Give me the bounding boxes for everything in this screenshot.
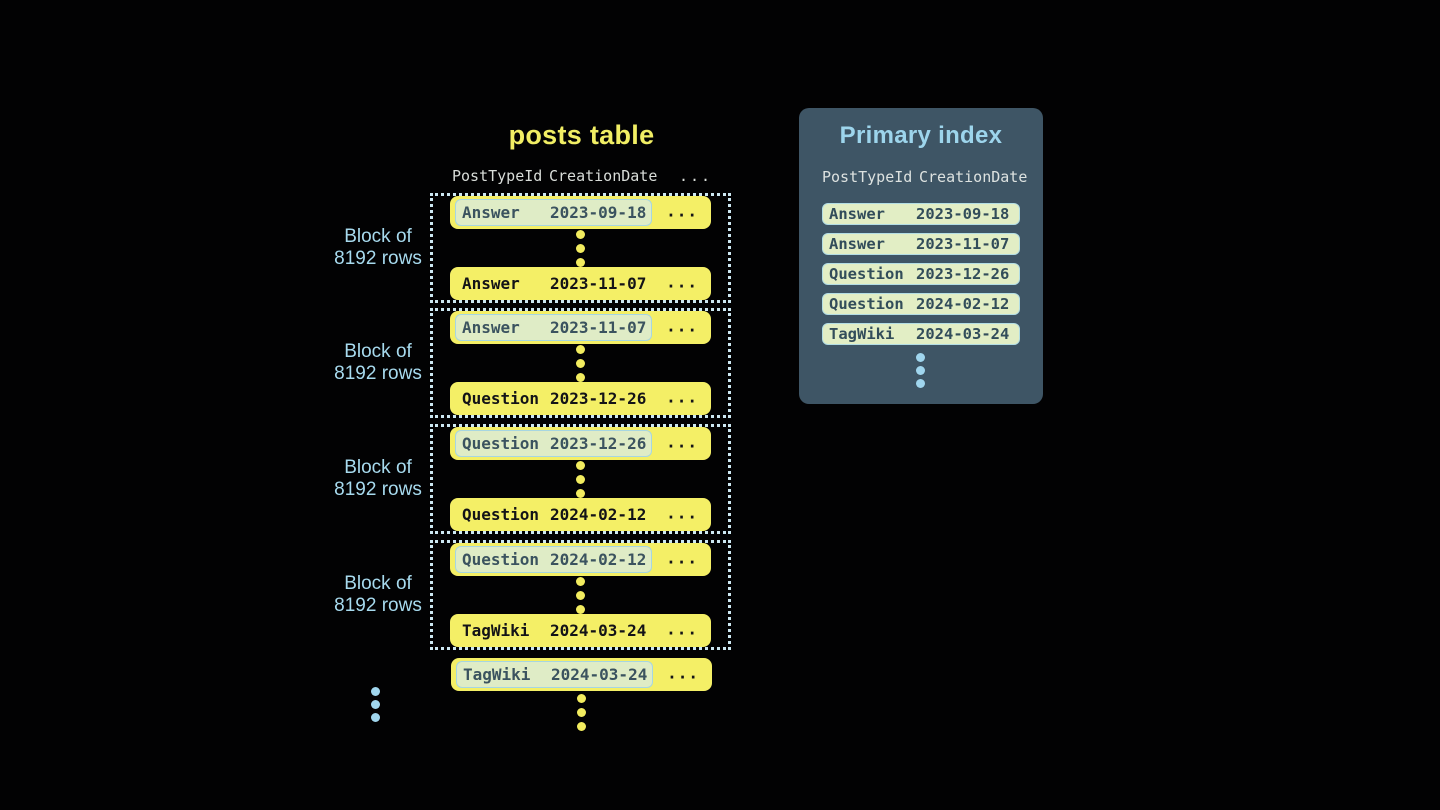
cell-creationdate: 2023-09-18 xyxy=(550,203,647,222)
table-row: Question 2024-02-12 ... xyxy=(450,543,711,576)
cell-posttypeid: Answer xyxy=(462,318,520,337)
cell-posttypeid: TagWiki xyxy=(463,665,531,684)
cell-posttypeid: Answer xyxy=(462,203,520,222)
column-header-posttypeid: PostTypeId xyxy=(822,168,913,186)
block-size-label: Block of 8192 rows xyxy=(334,457,422,500)
index-entry: Answer 2023-11-07 xyxy=(822,233,1020,255)
row-more-columns: ... xyxy=(666,503,698,523)
table-row: Answer 2023-11-07 ... xyxy=(450,267,711,300)
cell-posttypeid: TagWiki xyxy=(462,621,530,640)
table-row: Question 2023-12-26 ... xyxy=(450,382,711,415)
more-blocks-dots-icon xyxy=(371,687,380,722)
cell-posttypeid: Question xyxy=(829,265,904,283)
cell-creationdate: 2024-02-12 xyxy=(916,295,1010,313)
omitted-rows-dots-icon xyxy=(576,229,585,267)
cell-creationdate: 2023-12-26 xyxy=(550,434,647,453)
cell-creationdate: 2024-03-24 xyxy=(551,665,648,684)
cell-posttypeid: Answer xyxy=(829,235,885,253)
cell-creationdate: 2023-12-26 xyxy=(550,389,647,408)
cell-creationdate: 2024-02-12 xyxy=(550,505,647,524)
index-key-highlight: TagWiki 2024-03-24 xyxy=(456,661,654,688)
index-entry: TagWiki 2024-03-24 xyxy=(822,323,1020,345)
primary-index-panel: Primary index PostTypeId CreationDate An… xyxy=(799,108,1043,404)
omitted-rows-dots-icon xyxy=(576,460,585,498)
cell-posttypeid: Answer xyxy=(829,205,885,223)
column-header-more: ... xyxy=(679,167,713,185)
row-more-columns: ... xyxy=(666,387,698,407)
index-key-highlight: Question 2024-02-12 xyxy=(455,546,653,573)
cell-creationdate: 2023-11-07 xyxy=(550,274,647,293)
block-4: Question 2024-02-12 ... TagWiki 2024-03-… xyxy=(430,540,731,650)
cell-posttypeid: TagWiki xyxy=(829,325,895,343)
index-entry: Answer 2023-09-18 xyxy=(822,203,1020,225)
block-size-label: Block of 8192 rows xyxy=(334,341,422,384)
primary-index-title: Primary index xyxy=(839,122,1003,149)
cell-creationdate: 2023-11-07 xyxy=(550,318,647,337)
table-row: Question 2024-02-12 ... xyxy=(450,498,711,531)
row-more-columns: ... xyxy=(666,432,698,452)
omitted-rows-dots-icon xyxy=(576,344,585,382)
primary-index-column-headers: PostTypeId CreationDate xyxy=(799,168,1043,188)
index-entry: Question 2024-02-12 xyxy=(822,293,1020,315)
index-entry: Question 2023-12-26 xyxy=(822,263,1020,285)
cell-posttypeid: Answer xyxy=(462,274,520,293)
table-row: TagWiki 2024-03-24 ... xyxy=(451,658,712,691)
index-key-highlight: Answer 2023-09-18 xyxy=(455,199,653,226)
posts-table-column-headers: PostTypeId CreationDate ... xyxy=(451,167,741,187)
cell-creationdate: 2023-11-07 xyxy=(916,235,1010,253)
index-key-highlight: Answer 2023-11-07 xyxy=(455,314,653,341)
table-row: TagWiki 2024-03-24 ... xyxy=(450,614,711,647)
omitted-rows-dots-icon xyxy=(576,576,585,614)
primary-index-rows: Answer 2023-09-18 Answer 2023-11-07 Ques… xyxy=(822,203,1020,345)
row-more-columns: ... xyxy=(666,272,698,292)
table-row: Question 2023-12-26 ... xyxy=(450,427,711,460)
row-more-columns: ... xyxy=(666,316,698,336)
column-header-posttypeid: PostTypeId xyxy=(452,167,543,185)
block-2: Answer 2023-11-07 ... Question 2023-12-2… xyxy=(430,308,731,418)
cell-posttypeid: Question xyxy=(462,434,540,453)
row-more-columns: ... xyxy=(666,201,698,221)
more-table-rows-dots-icon xyxy=(577,694,586,731)
table-row: Answer 2023-11-07 ... xyxy=(450,311,711,344)
more-index-entries-dots-icon xyxy=(916,353,925,388)
index-key-highlight: Question 2023-12-26 xyxy=(455,430,653,457)
block-1: Answer 2023-09-18 ... Answer 2023-11-07 … xyxy=(430,193,731,303)
row-more-columns: ... xyxy=(666,619,698,639)
block-3: Question 2023-12-26 ... Question 2024-02… xyxy=(430,424,731,534)
cell-creationdate: 2023-09-18 xyxy=(916,205,1010,223)
table-row: Answer 2023-09-18 ... xyxy=(450,196,711,229)
cell-posttypeid: Question xyxy=(829,295,904,313)
cell-posttypeid: Question xyxy=(462,550,540,569)
block-size-label: Block of 8192 rows xyxy=(334,226,422,269)
block-size-label: Block of 8192 rows xyxy=(334,573,422,616)
cell-creationdate: 2024-03-24 xyxy=(550,621,647,640)
row-more-columns: ... xyxy=(666,548,698,568)
cell-creationdate: 2024-02-12 xyxy=(550,550,647,569)
cell-posttypeid: Question xyxy=(462,505,540,524)
column-header-creationdate: CreationDate xyxy=(549,167,658,185)
cell-creationdate: 2024-03-24 xyxy=(916,325,1010,343)
cell-creationdate: 2023-12-26 xyxy=(916,265,1010,283)
cell-posttypeid: Question xyxy=(462,389,540,408)
posts-table-title: posts table xyxy=(508,120,655,150)
row-more-columns: ... xyxy=(667,663,699,683)
column-header-creationdate: CreationDate xyxy=(919,168,1028,186)
